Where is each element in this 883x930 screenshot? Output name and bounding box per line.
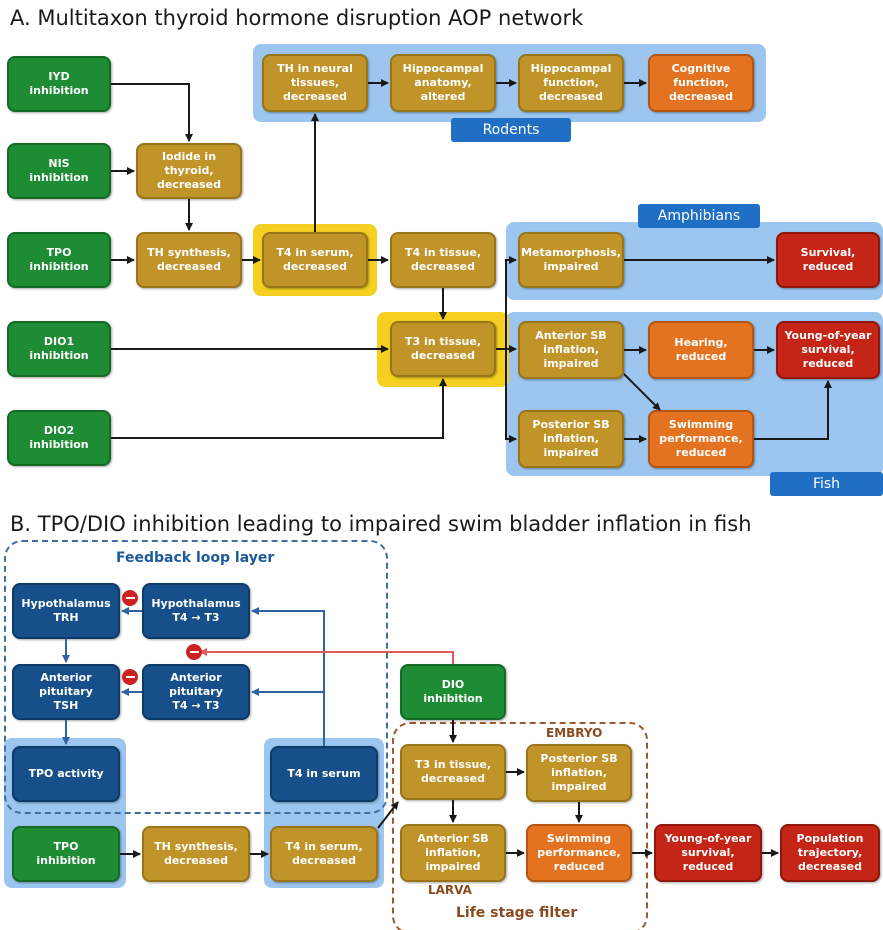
- t4-serum-b-box: T4 in serum, decreased: [270, 826, 378, 882]
- inhibit-icon-dio: [186, 644, 202, 660]
- edge-t3tissue-posteriorsb: [505, 349, 517, 443]
- hippocampal-anatomy-box: Hippocampal anatomy, altered: [390, 54, 496, 112]
- panel-b-title: B. TPO/DIO inhibition leading to impaire…: [10, 512, 752, 536]
- cognitive-function-box: Cognitive function, decreased: [648, 54, 754, 112]
- edge-b-t4serum-hypo: [251, 607, 325, 746]
- t4-tissue-box: T4 in tissue, decreased: [390, 232, 496, 288]
- edge-b-dio-feedback: [199, 648, 454, 664]
- tpo-inhibition-b-box: TPO inhibition: [12, 826, 120, 882]
- th-synthesis-box: TH synthesis, decreased: [136, 232, 242, 288]
- t4-serum-feedback-box: T4 in serum: [270, 746, 378, 802]
- edge-b-t4serum-t3tissue: [377, 801, 399, 829]
- swimming-performance-box: Swimming performance, reduced: [648, 410, 754, 468]
- hippocampal-function-box: Hippocampal function, decreased: [518, 54, 624, 112]
- inhibit-icon-hypothalamus: [122, 590, 138, 606]
- embryo-label: EMBRYO: [546, 726, 603, 740]
- dio-inhibition-box: DIO inhibition: [400, 664, 506, 720]
- hypothalamus-trh-box: Hypothalamus TRH: [12, 583, 120, 639]
- young-of-year-survival-box: Young-of-year survival, reduced: [776, 321, 880, 379]
- nis-inhibition-box: NIS inhibition: [7, 143, 111, 199]
- swimming-performance-b-box: Swimming performance, reduced: [526, 824, 632, 882]
- th-synthesis-b-box: TH synthesis, decreased: [142, 826, 250, 882]
- t3-tissue-b-box: T3 in tissue, decreased: [400, 744, 506, 800]
- t3-tissue-box: T3 in tissue, decreased: [390, 321, 496, 377]
- th-neural-box: TH in neural tissues, decreased: [262, 54, 368, 112]
- fish-tag: Fish: [770, 472, 883, 496]
- dio2-inhibition-box: DIO2 inhibition: [7, 410, 111, 466]
- tpo-activity-box: TPO activity: [12, 746, 120, 802]
- edge-dio2-t3tissue: [111, 378, 447, 439]
- life-stage-filter: [392, 722, 648, 930]
- posterior-sb-b-box: Posterior SB inflation, impaired: [526, 744, 632, 802]
- posterior-sb-box: Posterior SB inflation, impaired: [518, 410, 624, 468]
- anterior-sb-b-box: Anterior SB inflation, impaired: [400, 824, 506, 882]
- hearing-box: Hearing, reduced: [648, 321, 754, 379]
- iodide-thyroid-box: Iodide in thyroid, decreased: [136, 143, 242, 199]
- life-stage-label: Life stage filter: [456, 905, 578, 921]
- anterior-pituitary-t4t3-box: Anterior pituitary T4 → T3: [142, 664, 250, 720]
- young-of-year-survival-b-box: Young-of-year survival, reduced: [654, 824, 762, 882]
- tpo-inhibition-box: TPO inhibition: [7, 232, 111, 288]
- inhibit-icon-pituitary: [122, 669, 138, 685]
- larva-label: LARVA: [428, 883, 472, 897]
- anterior-sb-box: Anterior SB inflation, impaired: [518, 321, 624, 379]
- hypothalamus-t4t3-box: Hypothalamus T4 → T3: [142, 583, 250, 639]
- anterior-pituitary-tsh-box: Anterior pituitary TSH: [12, 664, 120, 720]
- amphibians-tag: Amphibians: [638, 204, 760, 228]
- population-trajectory-box: Population trajectory, decreased: [780, 824, 880, 882]
- edge-t3tissue-metamorphosis: [505, 256, 517, 349]
- feedback-loop-label: Feedback loop layer: [116, 550, 275, 566]
- t4-serum-box: T4 in serum, decreased: [262, 232, 368, 288]
- edge-swimming-yoy: [754, 380, 832, 440]
- iyd-inhibition-box: IYD inhibition: [7, 56, 111, 112]
- metamorphosis-box: Metamorphosis, impaired: [518, 232, 624, 288]
- survival-box: Survival, reduced: [776, 232, 880, 288]
- edge-iyd-iodide: [111, 83, 193, 142]
- panel-a-title: A. Multitaxon thyroid hormone disruption…: [10, 6, 584, 30]
- feedback-loop-layer: [4, 540, 388, 814]
- rodents-tag: Rodents: [451, 118, 571, 142]
- edge-anteriorsb-swimming: [623, 373, 661, 411]
- dio1-inhibition-box: DIO1 inhibition: [7, 321, 111, 377]
